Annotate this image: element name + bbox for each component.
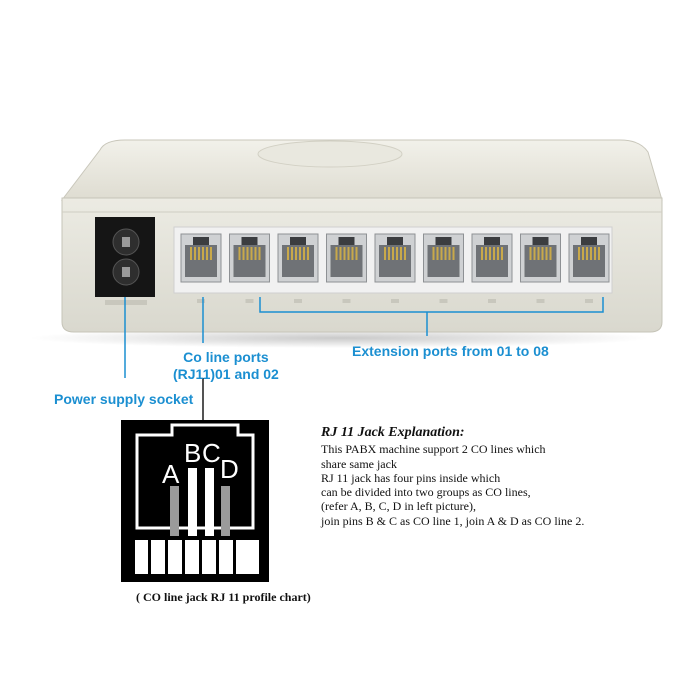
rj11-explanation: RJ 11 Jack Explanation: This PABX machin… [321,425,611,528]
extension-port [229,233,270,283]
extension-port [520,233,561,283]
extension-ports-label: Extension ports from 01 to 08 [352,343,549,359]
socket-pin-top [122,237,130,247]
extension-port [423,233,464,283]
callout-lines [124,297,604,378]
power-silk-label [105,300,147,305]
device-shadow [30,328,650,348]
explanation-title: RJ 11 Jack Explanation: [321,425,465,440]
extension-port [374,233,416,283]
port-silk-mark [245,299,254,303]
power-socket [95,217,155,305]
port-silk-mark [342,299,351,303]
co-line-ports-label-line2: (RJ11)01 and 02 [173,366,279,382]
extension-port [568,233,610,283]
pin-a-bar [170,486,179,536]
explanation-line: share same jack [321,456,397,471]
co-line-ports-label-line1: Co line ports [183,349,269,365]
extension-port [471,233,513,283]
jack-contact-slots [148,540,236,574]
port-silk-mark [439,299,448,303]
jack-chart-caption: ( CO line jack RJ 11 profile chart) [136,590,311,604]
socket-pin-bottom [122,267,130,277]
top-label-recess [257,140,403,168]
pabx-device [60,139,663,333]
port-silk-mark [536,299,545,303]
pin-d-bar [221,486,230,536]
explanation-line: This PABX machine support 2 CO lines whi… [321,442,546,457]
rj11-profile-chart [121,420,269,582]
pin-label-d: D [220,454,239,484]
device-top-cover [60,139,663,201]
extension-bracket [259,297,604,313]
pin-c-bar [205,468,214,536]
jack-contact-base [135,540,259,574]
power-supply-socket-label: Power supply socket [54,391,194,407]
explanation-line: can be divided into two groups as CO lin… [321,485,531,500]
pin-label-c: C [202,438,221,468]
explanation-line: (refer A, B, C, D in left picture), [321,499,476,514]
rj11-ports [180,233,610,283]
pin-b-bar [188,468,197,536]
extension-port [326,233,367,283]
port-silk-mark [391,299,399,303]
port-silk-labels [197,299,593,303]
explanation-line: join pins B & C as CO line 1, join A & D… [321,513,585,528]
port-silk-mark [197,299,205,303]
co-line-port [180,233,222,283]
explanation-line: RJ 11 jack has four pins inside which [321,470,501,485]
port-silk-mark [585,299,593,303]
port-silk-mark [488,299,496,303]
port-silk-mark [294,299,302,303]
extension-port [277,233,319,283]
pin-label-b: B [184,438,202,468]
co-line-ports-label: Co line ports (RJ11)01 and 02 [173,349,279,383]
pin-label-a: A [162,459,180,489]
